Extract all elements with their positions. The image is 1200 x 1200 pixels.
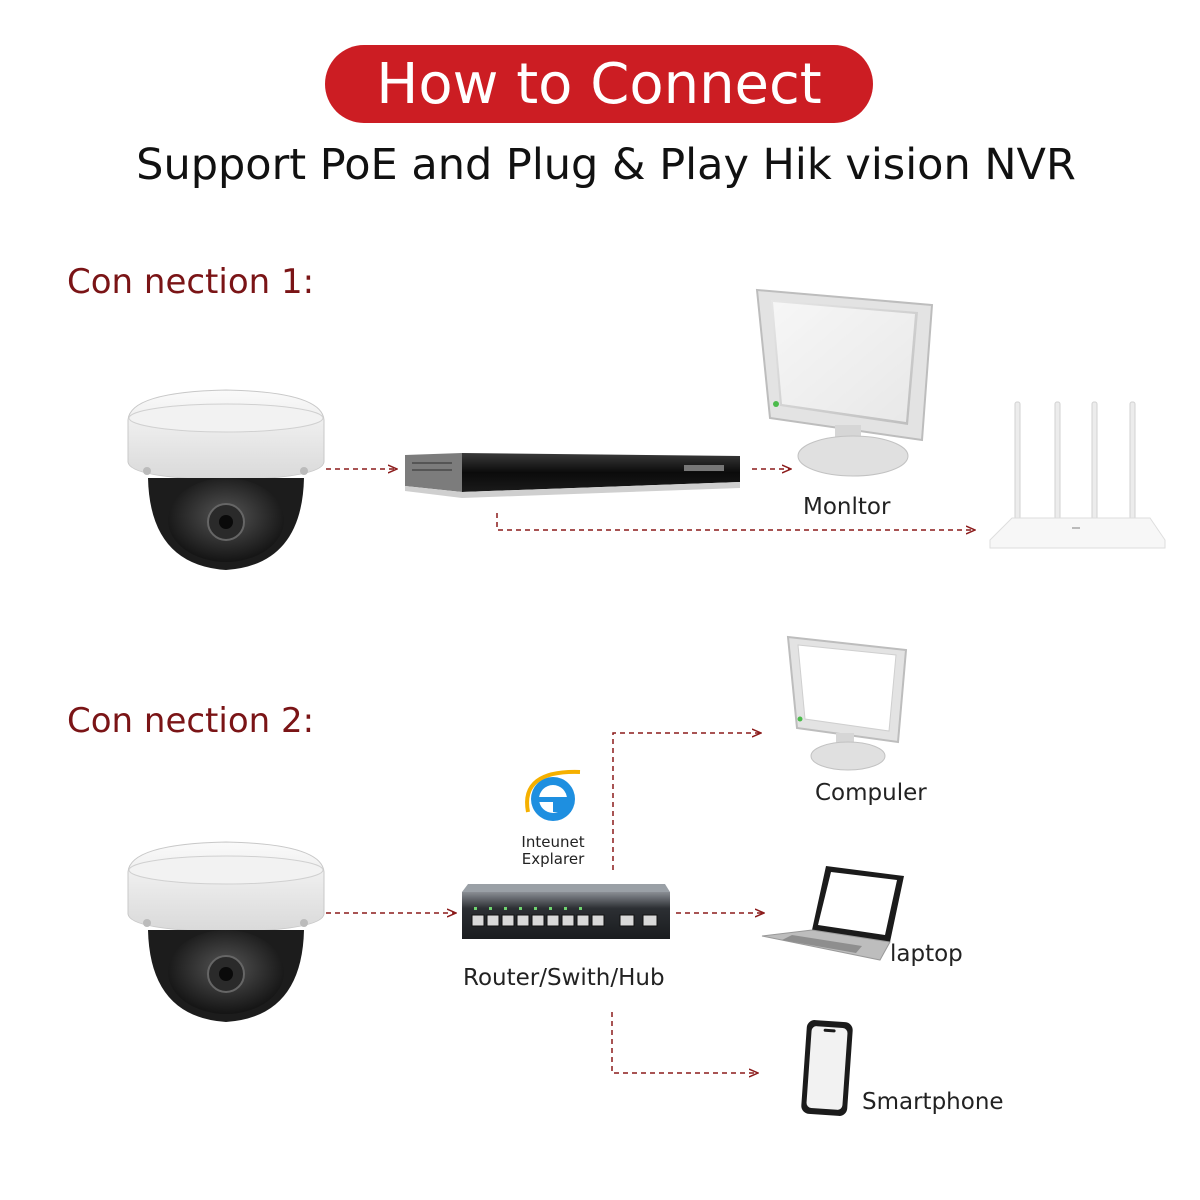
router bbox=[989, 401, 1166, 549]
computer-2 bbox=[786, 635, 908, 771]
connectors-1 bbox=[326, 469, 974, 530]
monitor-1 bbox=[755, 288, 934, 477]
nvr-icon bbox=[405, 453, 740, 498]
computer-label: Compuler bbox=[815, 780, 927, 806]
connectors-2 bbox=[326, 733, 763, 1073]
ie-logo bbox=[525, 769, 581, 821]
dome-camera-icon bbox=[127, 841, 325, 1022]
router-icon bbox=[989, 401, 1166, 549]
monitor-label: Monltor bbox=[803, 494, 891, 520]
dome-camera-icon bbox=[127, 389, 325, 570]
connection-2-label: Con nection 2: bbox=[67, 701, 315, 741]
connection-1-label: Con nection 1: bbox=[67, 262, 315, 302]
ie-label-line2: Explarer bbox=[521, 850, 585, 868]
monitor-icon bbox=[786, 635, 908, 771]
ie-label: Inteunet Explarer bbox=[510, 834, 596, 868]
switch-icon bbox=[462, 884, 670, 939]
laptop-icon bbox=[761, 866, 904, 961]
laptop-device bbox=[761, 866, 904, 961]
smartphone-label: Smartphone bbox=[862, 1089, 1004, 1115]
camera-1 bbox=[127, 389, 325, 570]
ie-icon bbox=[525, 769, 581, 821]
switch-label: Router/Swith/Hub bbox=[463, 965, 665, 991]
page-title: How to Connect bbox=[376, 51, 822, 117]
page-subtitle: Support PoE and Plug & Play Hik vision N… bbox=[136, 140, 1076, 190]
title-banner: How to Connect bbox=[325, 45, 873, 123]
smartphone-icon bbox=[801, 1020, 853, 1116]
monitor-icon bbox=[755, 288, 934, 477]
nvr-device bbox=[405, 453, 740, 498]
ie-label-line1: Inteunet bbox=[521, 833, 585, 851]
smartphone-device bbox=[801, 1020, 853, 1116]
switch-device bbox=[462, 884, 670, 939]
connector-switch-computer bbox=[612, 733, 760, 870]
connector-nvr-router bbox=[496, 513, 974, 530]
laptop-label: laptop bbox=[890, 941, 963, 967]
connector-switch-smartphone bbox=[611, 1012, 757, 1073]
camera-2 bbox=[127, 841, 325, 1022]
